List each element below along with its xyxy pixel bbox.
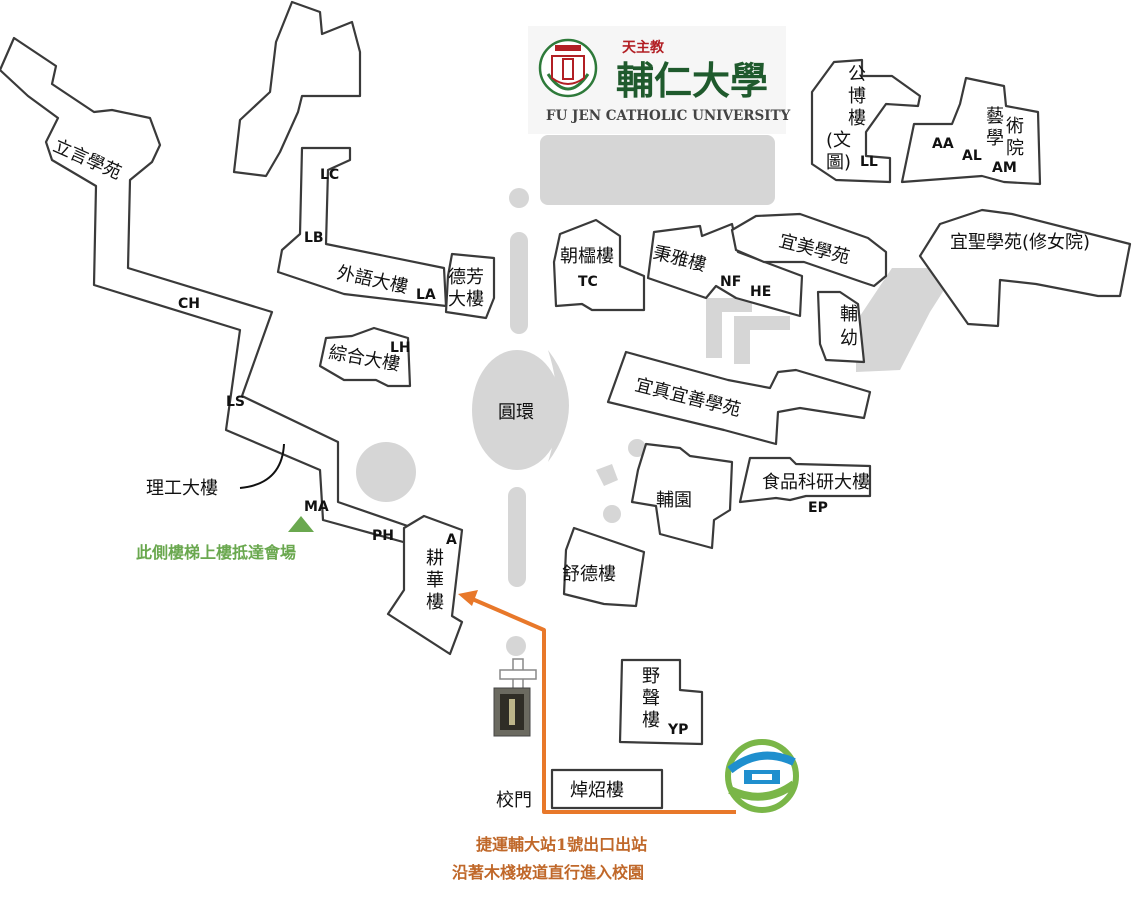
label-chaolou: 朝櫺樓 — [560, 246, 614, 267]
yisheng-building — [918, 208, 1132, 328]
label-al: AL — [962, 148, 982, 164]
logo-name-en: FU JEN CATHOLIC UNIVERSITY — [546, 108, 791, 124]
nw-building — [232, 0, 362, 178]
roundabout-arc — [548, 350, 569, 462]
university-logo: 天主教 輔仁大學 FU JEN CATHOLIC UNIVERSITY — [528, 26, 791, 134]
stairs-marker-icon — [288, 516, 314, 532]
road-patch — [596, 464, 618, 486]
roads — [356, 135, 958, 656]
fuyou-building — [816, 290, 866, 364]
road-east — [856, 268, 958, 372]
yesheng-building — [618, 658, 704, 746]
genghua-building — [386, 514, 464, 656]
label-gongbo-1: 公 — [848, 64, 866, 85]
university-crest-icon — [538, 38, 598, 98]
shude-building — [562, 526, 646, 608]
road-south — [508, 487, 526, 587]
label-xiaomen: 校門 — [496, 790, 532, 811]
label-ch: CH — [178, 296, 200, 312]
route-note-2: 沿著木棧坡道直行進入校園 — [452, 863, 644, 882]
label-genghua-3: 樓 — [426, 592, 444, 613]
label-am: AM — [992, 160, 1017, 176]
label-shipin: 食品科研大樓 — [762, 472, 870, 493]
chaolou-building — [552, 218, 646, 312]
route-arrow-icon — [458, 590, 478, 606]
label-yp: YP — [667, 722, 688, 738]
shipin-building — [738, 456, 872, 504]
label-genghua-2: 華 — [426, 570, 444, 591]
fuyuan-building — [630, 442, 734, 550]
route-note-1: 捷運輔大站1號出口出站 — [476, 835, 647, 854]
gongbo-building — [810, 58, 922, 184]
stairs-note: 此側樓梯上樓抵達會場 — [136, 543, 296, 562]
label-fuyou-1: 輔 — [840, 304, 858, 325]
label-ma: MA — [304, 499, 329, 515]
yimei-building — [730, 212, 888, 288]
label-defang-1: 德芳 — [448, 267, 484, 288]
label-yishu-3: 學 — [986, 128, 1004, 149]
label-yesheng-3: 樓 — [642, 710, 660, 731]
zonghe-building — [318, 326, 412, 388]
bingya-building — [646, 222, 804, 318]
yizhen-building — [606, 350, 872, 446]
label-he: HE — [750, 284, 771, 300]
label-zhuozhao: 焯炤樓 — [570, 780, 624, 801]
label-la: LA — [416, 287, 436, 303]
cross-monument-icon — [493, 658, 537, 737]
top-plaza — [540, 135, 775, 205]
waiyu-building — [276, 146, 448, 308]
road-dot-3 — [603, 505, 621, 523]
label-shude: 舒德樓 — [562, 564, 616, 585]
label-aa: AA — [932, 136, 954, 152]
defang-building — [444, 252, 496, 320]
route — [458, 590, 736, 814]
label-ep: EP — [808, 500, 828, 516]
label-gongbo-3: 樓 — [848, 108, 866, 129]
road-north — [510, 232, 528, 334]
label-genghua-1: 耕 — [426, 548, 444, 569]
label-yishu-2: 術 — [1006, 116, 1024, 137]
small-circle — [356, 442, 416, 502]
label-gongbo-4: (文 — [826, 130, 851, 151]
label-tc: TC — [578, 274, 598, 290]
logo-top-text: 天主教 — [622, 39, 665, 56]
label-gongbo-2: 博 — [848, 86, 866, 107]
label-a: A — [446, 532, 457, 548]
label-lh: LH — [390, 340, 411, 356]
logo-name-cn: 輔仁大學 — [616, 58, 768, 103]
buildings — [0, 0, 1132, 810]
zhuozhao-building — [550, 768, 664, 810]
yishu-building — [900, 76, 1042, 186]
label-lb: LB — [304, 230, 324, 246]
label-yesheng-2: 聲 — [642, 688, 660, 709]
label-lc: LC — [320, 167, 339, 183]
label-yesheng-1: 野 — [642, 666, 660, 687]
label-yishu-4: 院 — [1006, 138, 1024, 159]
label-defang-2: 大樓 — [448, 289, 484, 310]
road-dot-2 — [628, 439, 646, 457]
road-dot-4 — [506, 636, 526, 656]
roundabout — [472, 350, 562, 470]
ligong-leader-line — [239, 443, 285, 489]
road-l2 — [734, 316, 790, 364]
liyan-ligong-corridor — [0, 36, 427, 550]
labels: 立言學苑 CH LS MA PH 理工大樓 LC LB 外語大樓 LA 德芳 大… — [50, 64, 1090, 811]
label-fuyou-2: 幼 — [840, 328, 858, 349]
label-ls: LS — [226, 394, 245, 410]
label-yisheng: 宜聖學苑(修女院) — [950, 232, 1090, 253]
label-ll: LL — [860, 154, 878, 170]
label-gongbo-5: 圖) — [826, 152, 851, 173]
label-fuyuan: 輔園 — [656, 490, 692, 511]
mrt-logo-icon — [725, 739, 799, 813]
label-nf: NF — [720, 274, 741, 290]
label-ligong: 理工大樓 — [146, 478, 218, 499]
label-yishu-1: 藝 — [986, 106, 1004, 127]
route-line — [469, 596, 736, 814]
label-yuanhuan: 圓環 — [498, 402, 534, 423]
road-l1 — [706, 298, 752, 358]
road-dot — [509, 188, 529, 208]
label-ph: PH — [372, 528, 394, 544]
